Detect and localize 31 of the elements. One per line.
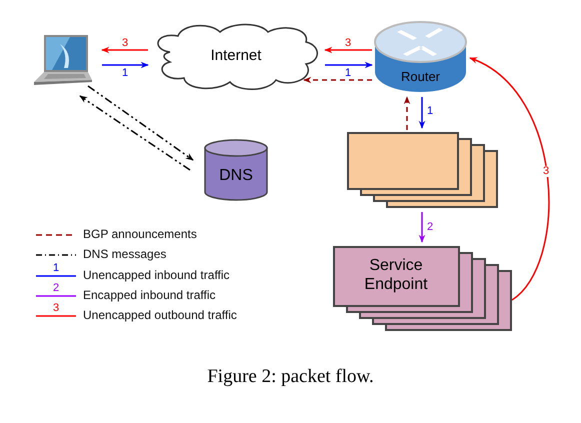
legend-text: DNS messages bbox=[83, 248, 166, 260]
arrow bbox=[418, 212, 426, 243]
arrow bbox=[102, 62, 149, 68]
edge-label: 3 bbox=[344, 38, 352, 49]
legend-number: 3 bbox=[53, 303, 60, 314]
legend-text: Encapped inbound traffic bbox=[83, 289, 216, 301]
arrow bbox=[325, 62, 373, 68]
edge-label: 1 bbox=[344, 68, 352, 79]
legend-number: 1 bbox=[53, 263, 60, 274]
legend-number: 2 bbox=[53, 283, 60, 294]
legend-text: Unencapped inbound traffic bbox=[83, 269, 230, 281]
arrow bbox=[303, 76, 372, 84]
edge-label: 1 bbox=[121, 68, 130, 79]
edge-label: 3 bbox=[542, 166, 550, 177]
arrow bbox=[324, 46, 372, 54]
arrow bbox=[404, 96, 410, 130]
arrow bbox=[469, 57, 550, 301]
edge-label: 2 bbox=[426, 222, 434, 233]
arrow bbox=[88, 85, 194, 161]
edge-label: 1 bbox=[426, 106, 434, 117]
legend-text: BGP announcements bbox=[83, 228, 197, 240]
arrow bbox=[79, 95, 190, 171]
arrow bbox=[418, 97, 426, 129]
arrow bbox=[101, 46, 148, 54]
node-label: Internet bbox=[210, 47, 262, 65]
edge-label: 3 bbox=[121, 38, 130, 49]
node-label: DNS bbox=[218, 166, 254, 186]
legend-text: Unencapped outbound traffic bbox=[83, 309, 237, 321]
node-label: Router bbox=[400, 69, 442, 85]
node-label: Service Endpoint bbox=[363, 256, 429, 294]
caption: Figure 2: packet flow. bbox=[206, 366, 375, 388]
